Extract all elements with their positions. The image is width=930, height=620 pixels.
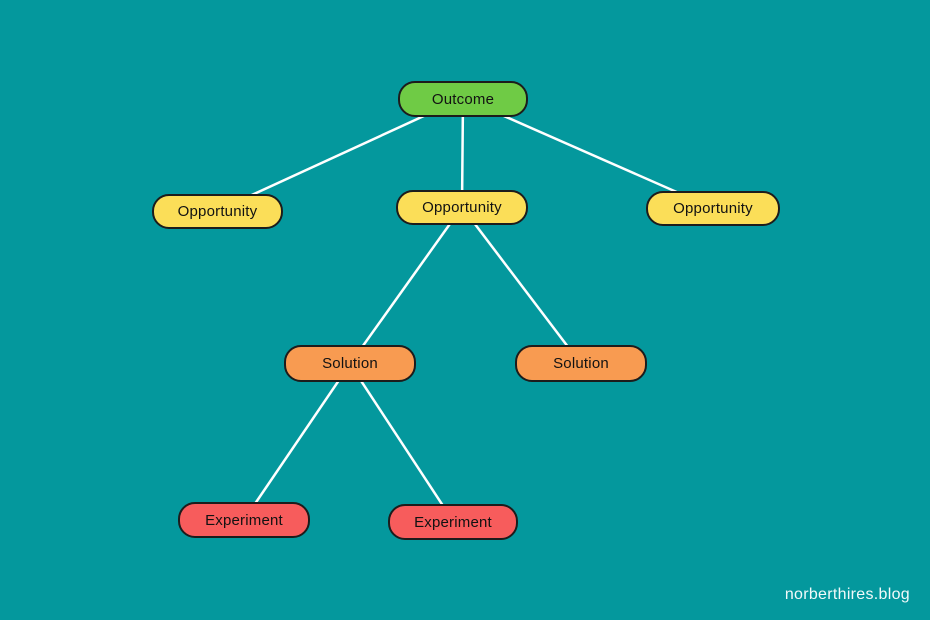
node-opportunity-1: Opportunity bbox=[152, 194, 283, 229]
node-opportunity-3-label: Opportunity bbox=[673, 200, 753, 217]
node-solution-2-label: Solution bbox=[553, 355, 609, 372]
node-opportunity-2-label: Opportunity bbox=[422, 199, 502, 216]
node-solution-1: Solution bbox=[284, 345, 416, 382]
edge-opportunity-2-solution-2 bbox=[460, 205, 583, 366]
node-solution-2: Solution bbox=[515, 345, 647, 382]
watermark: norberthires.blog bbox=[784, 586, 910, 603]
edge-solution-1-experiment-1 bbox=[242, 362, 352, 522]
edge-opportunity-2-solution-1 bbox=[348, 205, 464, 366]
node-opportunity-1-label: Opportunity bbox=[177, 203, 258, 220]
node-experiment-2-label: Experiment bbox=[414, 513, 492, 531]
node-outcome-label: Outcome bbox=[431, 90, 495, 108]
edge-solution-1-experiment-2 bbox=[348, 362, 455, 523]
node-outcome: Outcome bbox=[398, 81, 528, 117]
node-experiment-1-label: Experiment bbox=[205, 511, 283, 529]
node-experiment-1: Experiment bbox=[178, 502, 310, 538]
node-opportunity-3: Opportunity bbox=[646, 191, 780, 226]
node-opportunity-2: Opportunity bbox=[396, 190, 528, 225]
node-solution-1-label: Solution bbox=[322, 355, 378, 372]
node-experiment-2: Experiment bbox=[388, 504, 518, 540]
